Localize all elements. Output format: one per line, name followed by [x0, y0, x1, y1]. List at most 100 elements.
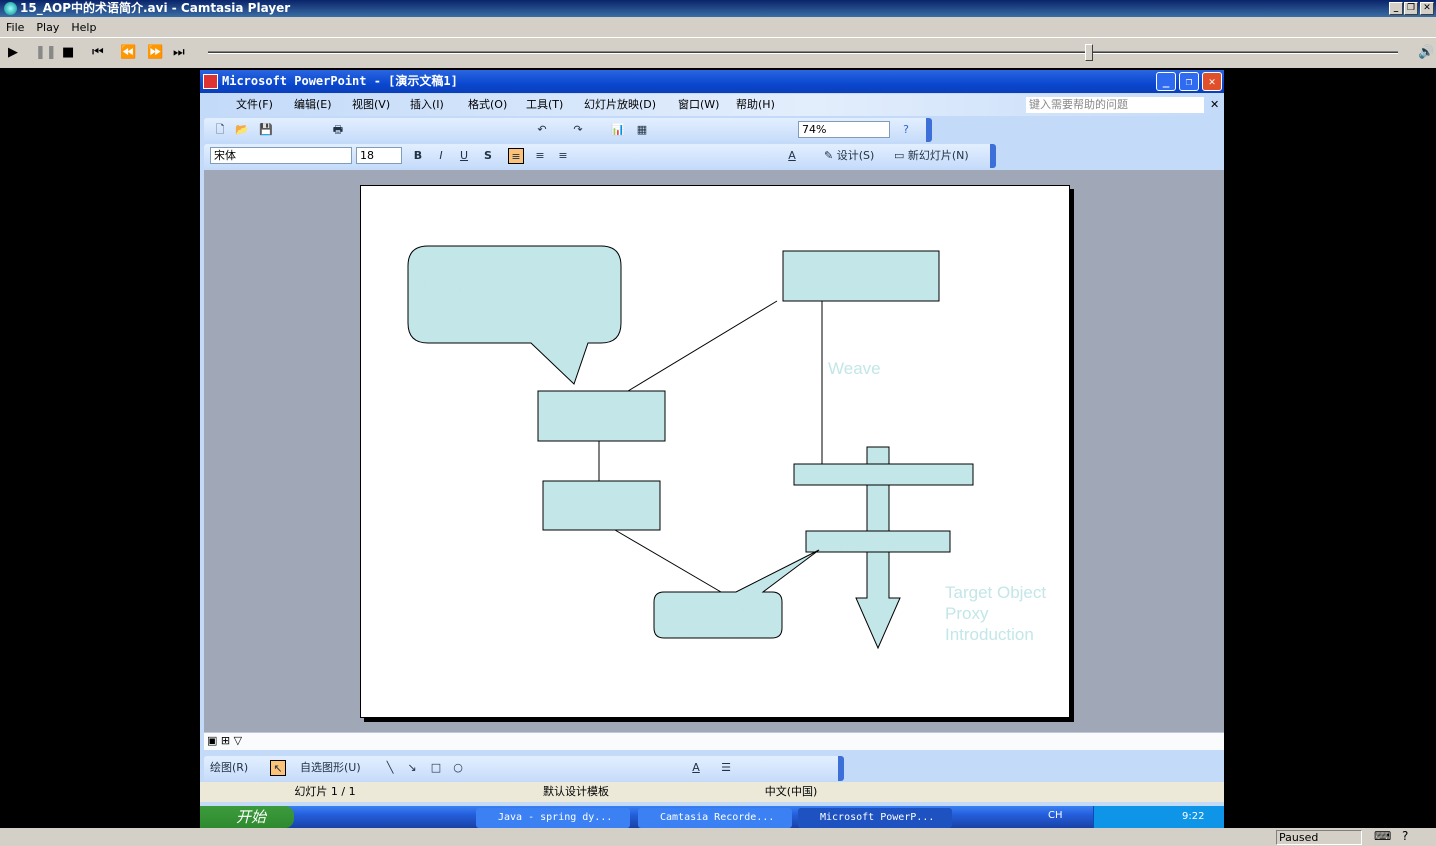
align-right-button[interactable]: ≡ [558, 149, 568, 162]
player-menu-bar: File Play Help [0, 17, 1436, 37]
menu-tools[interactable]: 工具(T) [526, 98, 564, 111]
underline-button[interactable]: U [459, 149, 469, 162]
task-camtasia[interactable]: Camtasia Recorde... [638, 808, 792, 828]
check-security-label: 检查安全性 [838, 534, 918, 552]
fast-forward-button[interactable]: ⏩ [147, 45, 164, 60]
font-size-select[interactable]: 18 [356, 147, 402, 164]
aspect-concern-line [614, 529, 722, 593]
design-template: 默认设计模板 [543, 785, 609, 798]
minimize-button[interactable]: _ [1389, 2, 1403, 15]
help-icon[interactable]: ? [903, 123, 909, 136]
close-help-icon[interactable]: ✕ [1210, 98, 1220, 111]
cross-cutting-line: concern [688, 621, 748, 640]
oval-icon[interactable]: ○ [453, 761, 463, 774]
menu-play[interactable]: Play [36, 21, 60, 34]
close-button[interactable]: ✕ [1420, 2, 1434, 15]
redo-icon[interactable]: ↷ [573, 123, 583, 136]
slide[interactable]: Advice---checkSecurity Before Advice Aft… [360, 185, 1070, 718]
advice-line: After Advice [423, 297, 514, 316]
ppt-minimize-button[interactable]: _ [1156, 72, 1176, 91]
font-color-button[interactable]: A [788, 149, 796, 162]
table-icon[interactable]: ▦ [636, 123, 648, 136]
advice-line: Before Advice [423, 276, 528, 295]
open-icon[interactable]: 📂 [235, 123, 249, 136]
play-button[interactable]: ▶ [8, 45, 18, 60]
seek-thumb[interactable] [1084, 44, 1093, 61]
new-icon[interactable]: 🗋 [215, 123, 225, 136]
menu-file[interactable]: 文件(F) [236, 98, 273, 111]
menu-help[interactable]: 帮助(H) [736, 98, 775, 111]
menu-help[interactable]: Help [71, 21, 97, 34]
bold-button[interactable]: B [413, 149, 423, 162]
stop-button[interactable]: ■ [62, 45, 75, 60]
advice-line: …… [423, 320, 457, 339]
menu-file[interactable]: File [6, 21, 25, 34]
menu-window[interactable]: 窗口(W) [678, 98, 720, 111]
advice-line: Advice---checkSecurity [423, 254, 597, 273]
view-buttons[interactable]: ▣ ⊞ ▽ [207, 734, 243, 747]
horizontal-scrollbar[interactable]: ▣ ⊞ ▽ [204, 732, 1224, 750]
design-label: 设计(S) [836, 149, 875, 162]
security-handler-box [537, 390, 666, 442]
font-select[interactable]: 宋体 [210, 147, 352, 164]
target-line: Introduction [945, 625, 1034, 644]
shadow-button[interactable]: S [484, 149, 492, 162]
save-icon[interactable]: 💾 [259, 123, 273, 136]
playback-status: Paused [1276, 830, 1362, 845]
skip-start-button[interactable]: ⏮ [92, 45, 104, 60]
clock: 9:22 [1182, 811, 1205, 822]
menu-format[interactable]: 格式(O) [468, 98, 508, 111]
align-center-button[interactable]: ≡ [535, 149, 545, 162]
keyboard-icon[interactable]: ⌨ [1374, 829, 1392, 843]
formatting-toolbar: 宋体 18 B I U S ≡ ≡ ≡ A ✎ 设计(S) ▭ 新幻灯片(N) [204, 144, 996, 168]
rectangle-icon[interactable]: □ [430, 761, 442, 774]
task-powerpoint[interactable]: Microsoft PowerP... [798, 808, 952, 828]
restore-button[interactable]: ❐ [1404, 2, 1418, 15]
seek-slider[interactable] [208, 51, 1398, 54]
slide-diagram: Advice---checkSecurity Before Advice Aft… [407, 245, 1046, 650]
undo-icon[interactable]: ↶ [537, 123, 547, 136]
italic-button[interactable]: I [439, 149, 443, 162]
start-button[interactable]: 开始 [200, 806, 294, 828]
aspect-box [542, 480, 661, 531]
autoshapes-menu[interactable]: 自选图形(U) [300, 761, 361, 774]
task-java[interactable]: Java - spring dy... [476, 808, 630, 828]
line-icon[interactable]: ╲ [386, 761, 394, 774]
ppt-title-bar: Microsoft PowerPoint - [演示文稿1] _ ❐ ✕ [200, 70, 1224, 93]
ppt-close-button[interactable]: ✕ [1202, 72, 1222, 91]
target-line: Proxy [945, 604, 989, 623]
joinpoint-box [793, 463, 974, 486]
volume-icon[interactable]: 🔊 [1418, 45, 1435, 60]
print-icon[interactable]: 🖶 [332, 123, 344, 136]
new-slide-button[interactable]: ▭ 新幻灯片(N) [894, 149, 969, 162]
advice-callout [407, 245, 622, 385]
arrow-icon[interactable]: ↘ [407, 761, 417, 774]
ppt-restore-button[interactable]: ❐ [1179, 72, 1199, 91]
skip-end-button[interactable]: ⏭ [173, 45, 185, 60]
cross-cutting-line: Cross cutting [668, 600, 767, 619]
player-status-bar: Paused ⌨ ? [0, 828, 1436, 846]
ppt-menu-bar: 文件(F) 编辑(E) 视图(V) 插入(I) 格式(O) 工具(T) 幻灯片放… [200, 94, 1224, 116]
design-button[interactable]: ✎ 设计(S) [824, 149, 875, 162]
chart-icon[interactable]: 📊 [611, 123, 625, 136]
help-search-input[interactable]: 键入需要帮助的问题 [1026, 97, 1204, 113]
player-title: 15_AOP中的术语简介.avi - Camtasia Player [20, 1, 291, 15]
menu-edit[interactable]: 编辑(E) [294, 98, 332, 111]
zoom-select[interactable]: 74% [798, 121, 890, 138]
draw-menu[interactable]: 绘图(R) [210, 761, 249, 774]
rewind-button[interactable]: ⏪ [120, 45, 137, 60]
menu-slideshow[interactable]: 幻灯片放映(D) [584, 98, 657, 111]
select-pointer-icon[interactable]: ↖ [270, 760, 286, 776]
input-language[interactable]: CH [1048, 810, 1063, 821]
new-slide-label: 新幻灯片(N) [907, 149, 969, 162]
slide-count: 幻灯片 1 / 1 [294, 785, 356, 798]
line-style-icon[interactable]: ☰ [721, 761, 731, 774]
windows-taskbar: 开始 Java - spring dy... Camtasia Recorde.… [200, 806, 1224, 828]
help-icon[interactable]: ? [1402, 829, 1409, 843]
align-left-button[interactable]: ≡ [508, 148, 524, 164]
security-handler-label: SecurityHandler [541, 407, 662, 426]
pause-button[interactable]: ❚❚ [35, 45, 57, 60]
font-color-icon[interactable]: A [692, 761, 700, 774]
menu-insert[interactable]: 插入(I) [410, 98, 444, 111]
menu-view[interactable]: 视图(V) [352, 98, 391, 111]
